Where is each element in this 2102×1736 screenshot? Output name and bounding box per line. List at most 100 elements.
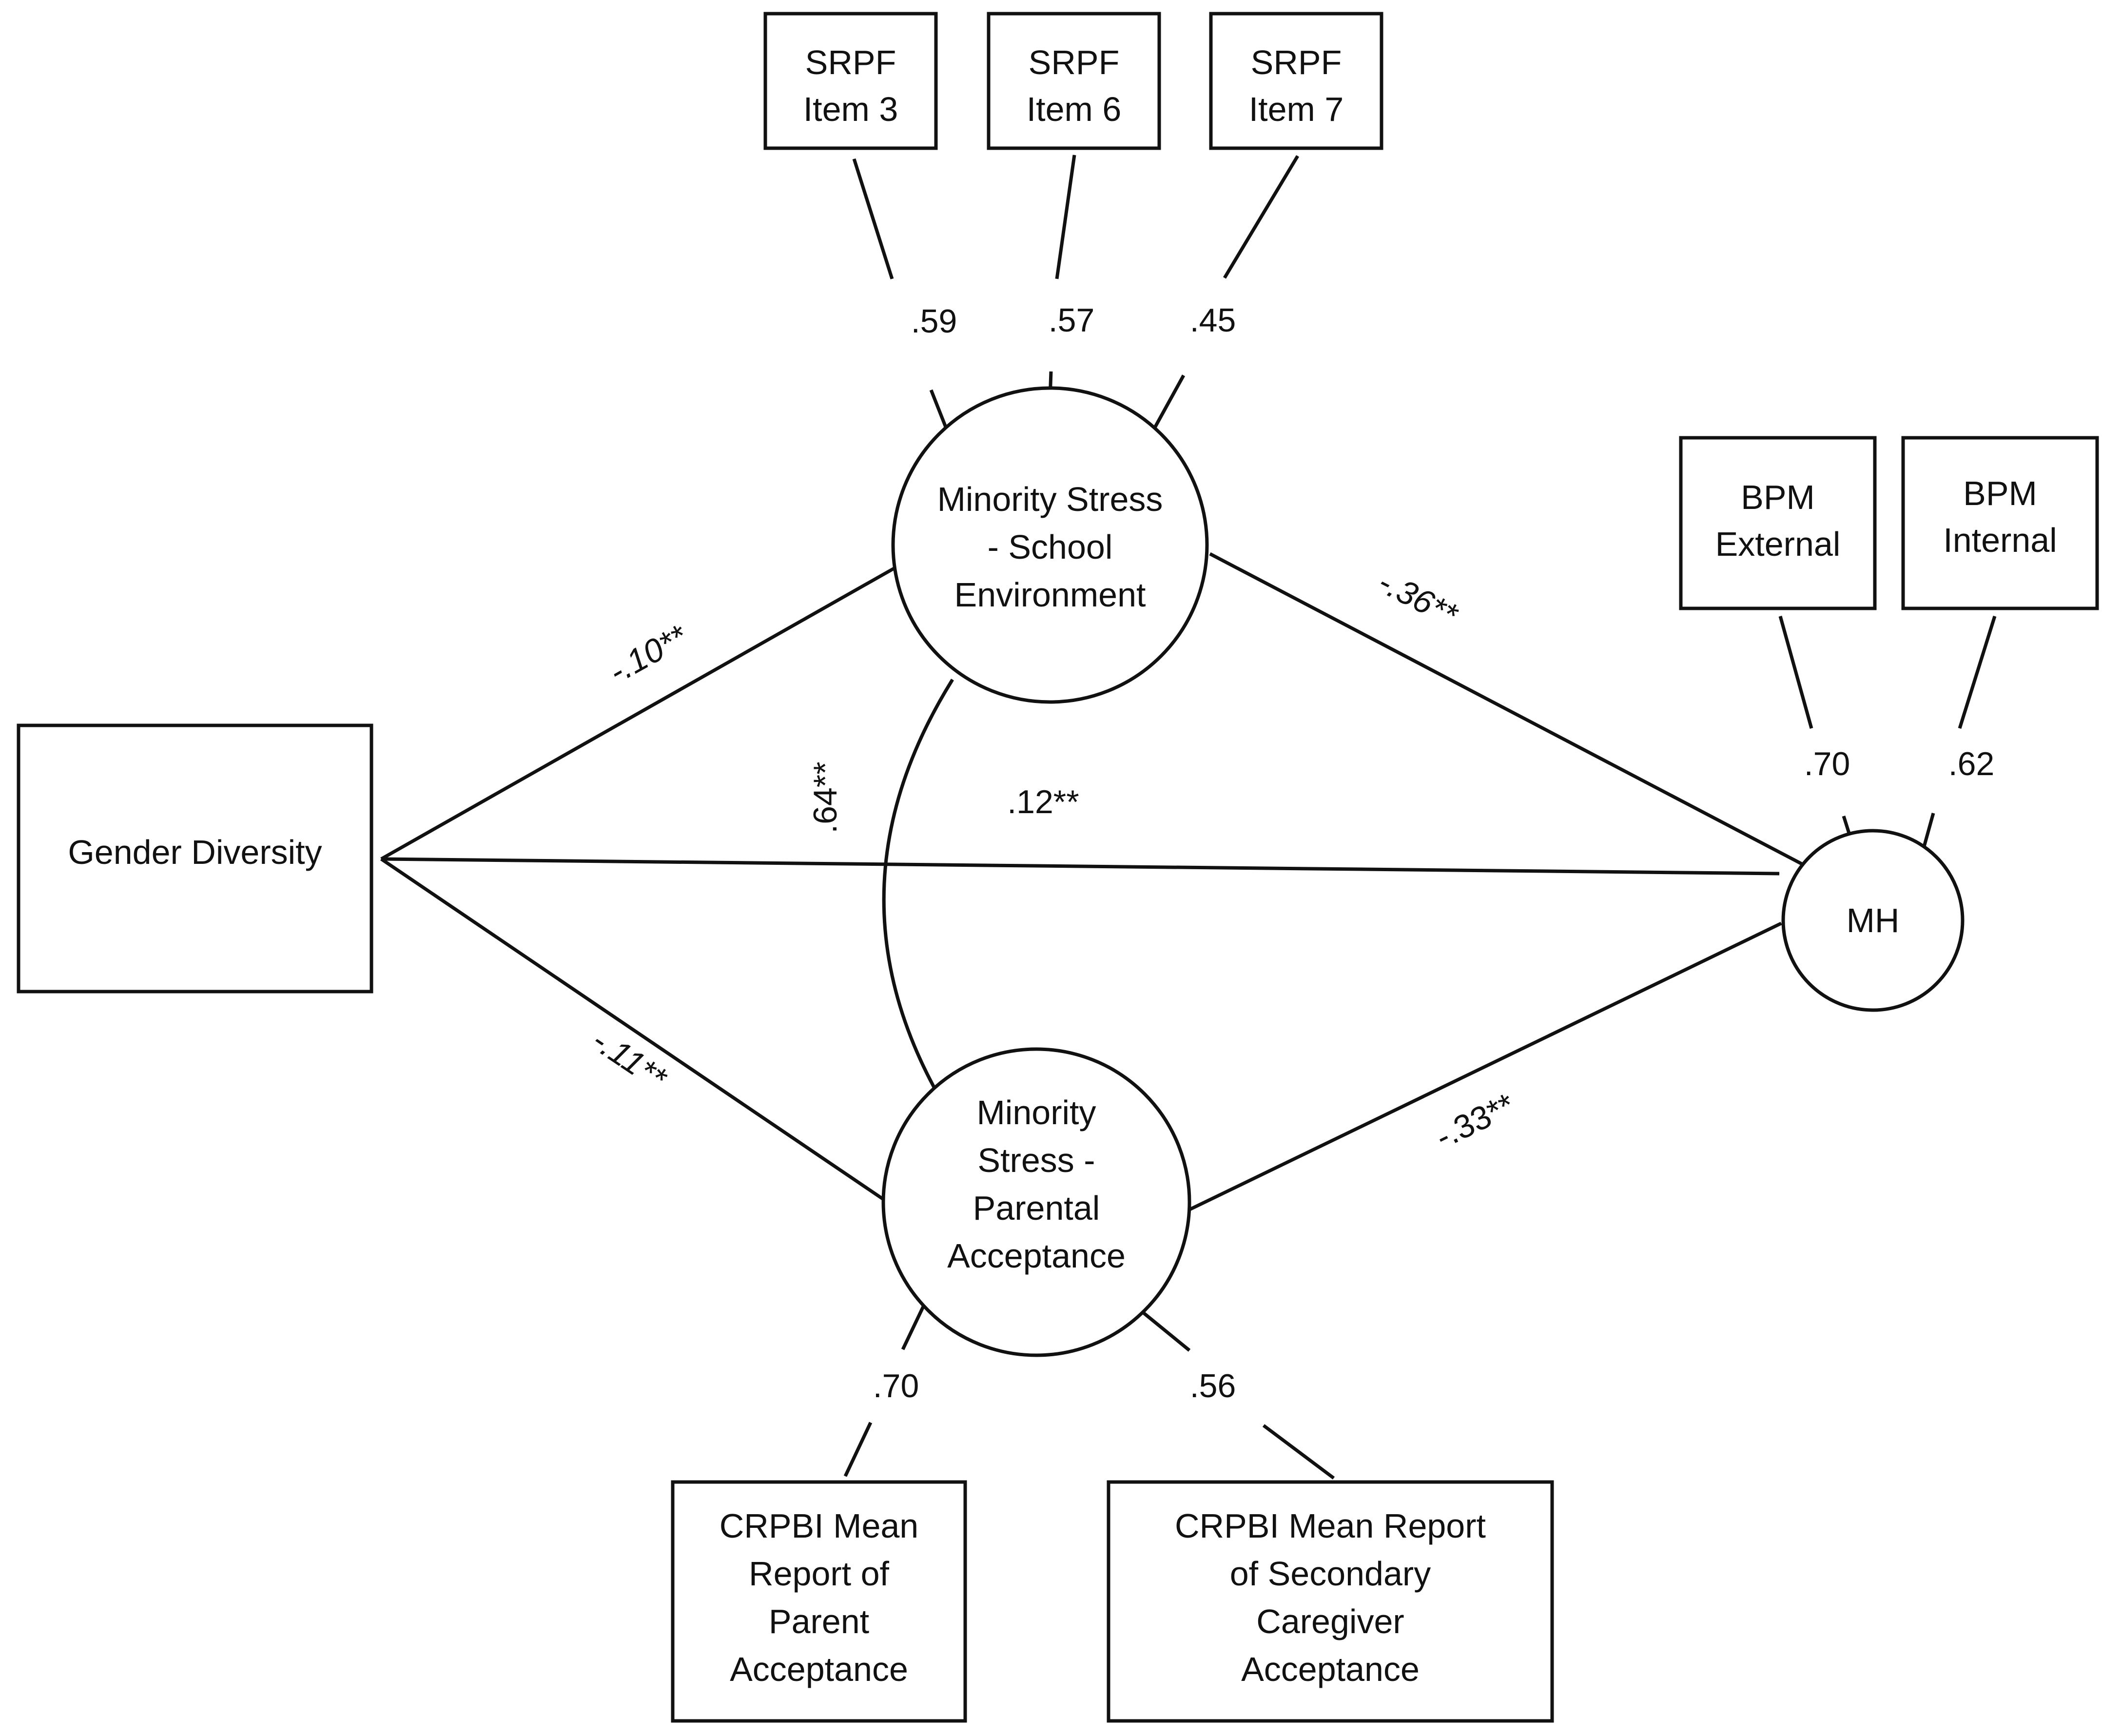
svg-text:SRPF: SRPF (1251, 43, 1342, 81)
svg-text:Parent: Parent (769, 1602, 869, 1640)
node-label: SRPF (1029, 43, 1120, 81)
coef-bpm-internal: .62 (1948, 745, 1995, 782)
node-minority-stress-school: Minority Stress - School Environment (891, 386, 1209, 704)
coef-srpf6: .57 (1049, 302, 1095, 339)
node-bpm-internal: BPM Internal (1901, 436, 2099, 610)
path-parental-to-crpbi-parent-lower (843, 1422, 873, 1477)
node-label: Parent (769, 1602, 869, 1640)
node-label: SRPF (805, 43, 896, 81)
nodes: Gender Diversity SRPF Item 3 SRPF Item 6… (17, 12, 2099, 1723)
coefficients: .59 .57 .45 .70 .62 .70 .56 .12** -.10**… (585, 302, 1994, 1404)
svg-text:- School: - School (988, 528, 1113, 566)
coef-crpbi-secondary: .56 (1190, 1367, 1236, 1404)
node-label: Acceptance (1241, 1650, 1420, 1688)
svg-text:Item 6: Item 6 (1027, 90, 1122, 128)
svg-text:CRPBI Mean: CRPBI Mean (720, 1507, 918, 1545)
path-gd-to-mh (381, 857, 1780, 876)
coef-parental-to-mh: -.33** (1430, 1086, 1520, 1156)
svg-text:Item 3: Item 3 (803, 90, 898, 128)
svg-text:Acceptance: Acceptance (730, 1650, 908, 1688)
path-mh-to-bpm-external-lower (1842, 815, 1851, 836)
path-mh-to-bpm-external-upper (1778, 616, 1813, 729)
svg-text:of Secondary: of Secondary (1230, 1555, 1431, 1593)
svg-text:Item 7: Item 7 (1249, 90, 1344, 128)
node-label: Environment (954, 576, 1146, 614)
coef-school-to-mh: -.36** (1372, 563, 1464, 634)
node-label: - School (988, 528, 1113, 566)
coef-gd-to-mh: .12** (1007, 783, 1079, 820)
svg-text:Acceptance: Acceptance (1241, 1650, 1420, 1688)
path-parental-to-crpbi-parent-upper (901, 1306, 925, 1350)
path-school-to-srpf6-upper (1055, 155, 1076, 279)
path-school-to-mh (1209, 552, 1803, 866)
node-label: BPM (1963, 474, 2037, 512)
path-gd-to-parental (380, 858, 901, 1212)
node-label: Parental (973, 1189, 1100, 1227)
node-label: Gender Diversity (68, 833, 322, 871)
svg-text:Gender Diversity: Gender Diversity (68, 833, 322, 871)
node-mh: MH (1781, 829, 1965, 1012)
node-label: CRPBI Mean (720, 1507, 918, 1545)
paths (380, 155, 1997, 1480)
node-label: of Secondary (1230, 1555, 1431, 1593)
svg-text:Stress -: Stress - (977, 1141, 1095, 1179)
node-label: Internal (1943, 521, 2057, 559)
svg-text:Parental: Parental (973, 1189, 1100, 1227)
node-label: External (1715, 525, 1841, 563)
svg-text:BPM: BPM (1741, 478, 1815, 516)
svg-text:SRPF: SRPF (805, 43, 896, 81)
svg-text:BPM: BPM (1963, 474, 2037, 512)
svg-text:Report of: Report of (749, 1555, 889, 1593)
node-crpbi-parent: CRPBI Mean Report of Parent Acceptance (671, 1480, 967, 1723)
coef-crpbi-parent: .70 (873, 1367, 919, 1404)
path-parental-to-crpbi-secondary-lower (1262, 1424, 1335, 1480)
node-label: Stress - (977, 1141, 1095, 1179)
node-label: Item 6 (1027, 90, 1122, 128)
svg-text:Acceptance: Acceptance (947, 1237, 1126, 1275)
coef-srpf3: .59 (911, 303, 957, 340)
coef-bpm-external: .70 (1804, 745, 1850, 782)
node-minority-stress-parental: Minority Stress - Parental Acceptance (881, 1047, 1191, 1357)
node-label: Minority (976, 1093, 1096, 1131)
path-school-to-srpf7-upper (1223, 155, 1300, 279)
path-mh-to-bpm-internal-lower (1922, 813, 1935, 849)
path-parental-to-mh (1183, 921, 1782, 1214)
path-parental-to-crpbi-secondary-upper (1140, 1310, 1191, 1352)
svg-text:SRPF: SRPF (1029, 43, 1120, 81)
node-label: Report of (749, 1555, 889, 1593)
coef-gd-to-parental: -.11** (585, 1021, 674, 1098)
svg-text:MH: MH (1847, 901, 1900, 939)
node-label: Acceptance (730, 1650, 908, 1688)
node-bpm-external: BPM External (1679, 436, 1877, 610)
node-gender-diversity: Gender Diversity (17, 723, 373, 994)
node-srpf-item-7: SRPF Item 7 (1209, 12, 1383, 150)
node-srpf-item-3: SRPF Item 3 (763, 12, 938, 150)
node-crpbi-secondary: CRPBI Mean Report of Secondary Caregiver… (1107, 1480, 1554, 1723)
svg-text:Minority Stress: Minority Stress (937, 480, 1163, 518)
node-label: Item 3 (803, 90, 898, 128)
coef-school-parental-covariance: .64** (807, 761, 844, 833)
node-srpf-item-6: SRPF Item 6 (987, 12, 1161, 150)
path-mh-to-bpm-internal-upper (1958, 615, 1997, 729)
path-school-to-srpf3-lower (929, 389, 950, 433)
svg-text:Caregiver: Caregiver (1256, 1602, 1404, 1640)
node-label: MH (1847, 901, 1900, 939)
svg-text:External: External (1715, 525, 1841, 563)
path-school-parental-covariance (882, 679, 954, 1099)
svg-text:Minority: Minority (976, 1093, 1096, 1131)
coef-srpf7: .45 (1190, 302, 1236, 339)
coef-gd-to-school: -.10** (603, 617, 694, 690)
node-label: Acceptance (947, 1237, 1126, 1275)
node-label: BPM (1741, 478, 1815, 516)
svg-text:Environment: Environment (954, 576, 1146, 614)
path-school-to-srpf7-lower (1150, 374, 1186, 433)
node-label: CRPBI Mean Report (1175, 1507, 1486, 1545)
svg-text:CRPBI Mean Report: CRPBI Mean Report (1175, 1507, 1486, 1545)
node-label: Minority Stress (937, 480, 1163, 518)
svg-text:Internal: Internal (1943, 521, 2057, 559)
path-gd-to-school (380, 559, 909, 861)
node-label: Caregiver (1256, 1602, 1404, 1640)
node-label: SRPF (1251, 43, 1342, 81)
node-label: Item 7 (1249, 90, 1344, 128)
